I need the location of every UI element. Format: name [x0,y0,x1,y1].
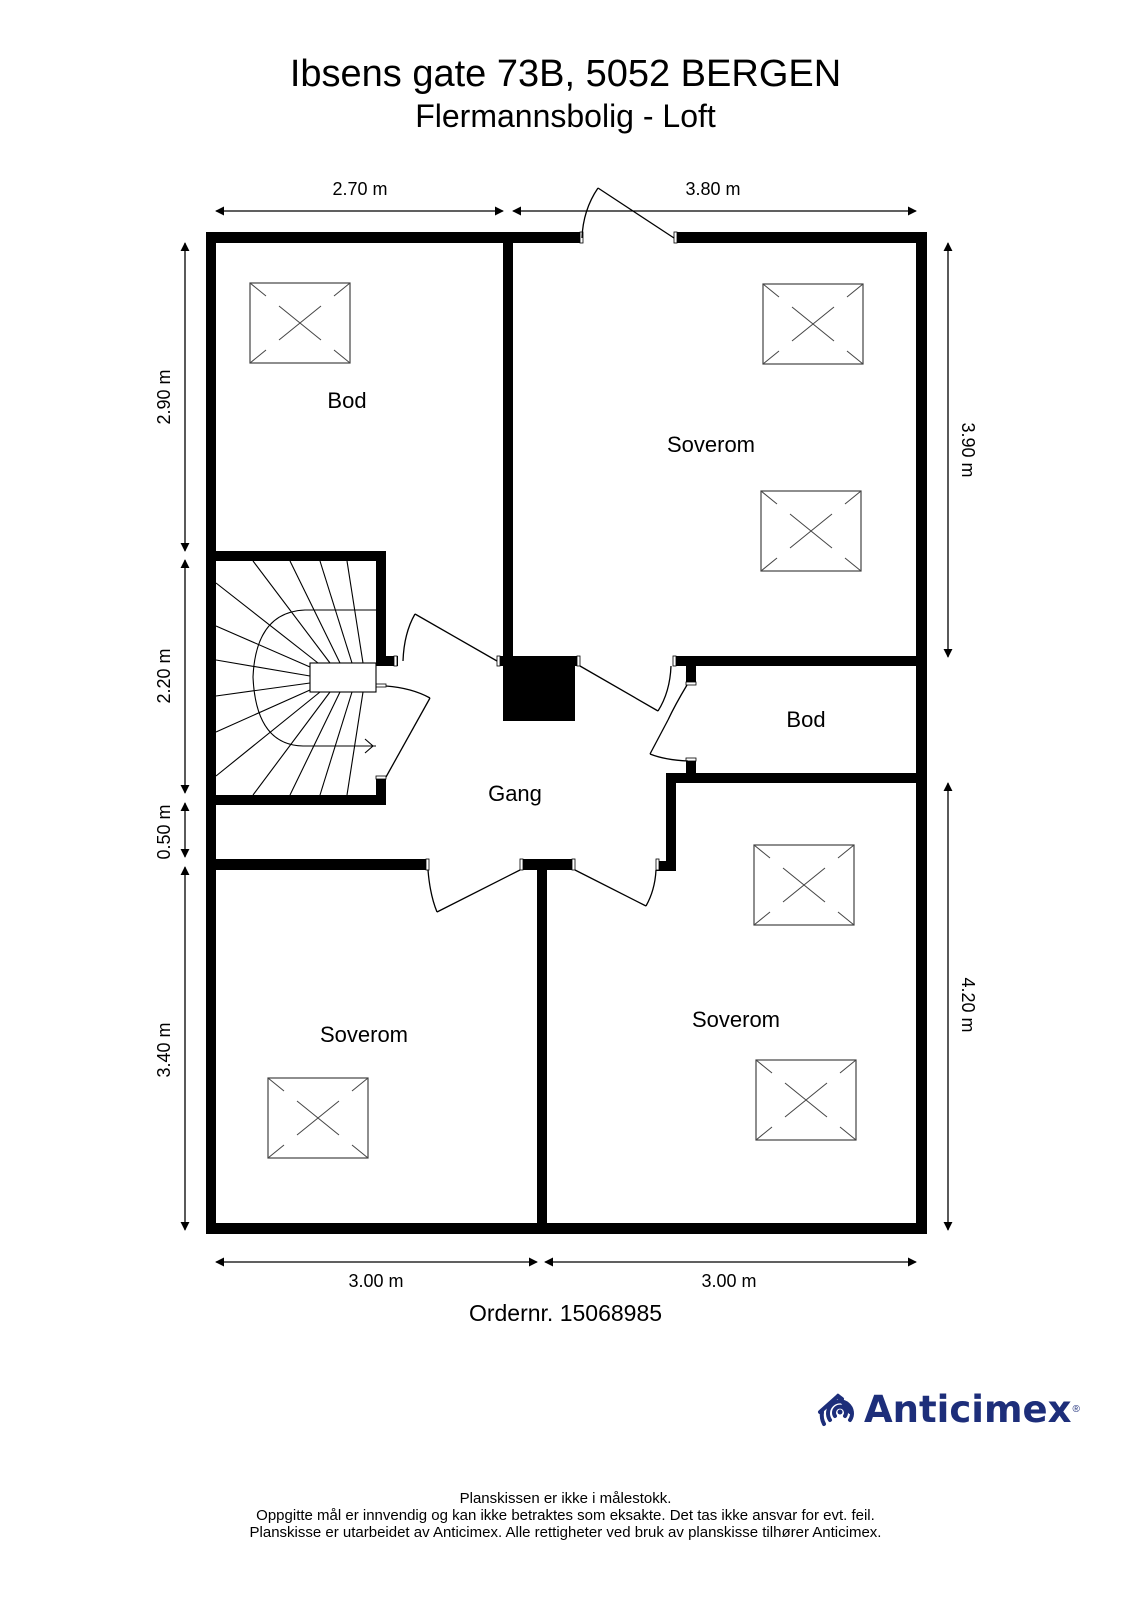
skylight-icon [267,1077,369,1159]
disclaimer: Planskissen er ikke i målestokk. Oppgitt… [0,1490,1131,1541]
dim-left-3: 0.50 m [154,804,174,859]
page-subtitle: Flermannsbolig - Loft [415,98,716,134]
anticimex-logo: Anticimex ® [816,1388,1080,1431]
dim-bottom-right: 3.00 m [701,1271,756,1291]
skylight-icon [755,1059,857,1141]
room-label-bod-right: Bod [786,707,825,732]
dim-top-right: 3.80 m [685,179,740,199]
skylight-icon [762,283,864,365]
dim-right-2: 4.20 m [958,977,978,1032]
dim-left-2: 2.20 m [154,648,174,703]
dim-left-4: 3.40 m [154,1022,174,1077]
dim-bottom-left: 3.00 m [348,1271,403,1291]
room-label-soverom-bottom-left: Soverom [320,1022,408,1047]
disclaimer-line: Oppgitte mål er innvendig og kan ikke be… [256,1507,875,1524]
room-label-bod-top: Bod [327,388,366,413]
room-label-gang: Gang [488,781,542,806]
page-title: Ibsens gate 73B, 5052 BERGEN [289,53,842,95]
skylight-icon [249,282,351,364]
disclaimer-line: Planskisse er utarbeidet av Anticimex. A… [249,1524,882,1541]
order-number: Ordernr. 15068985 [468,1300,663,1326]
stairs [215,560,377,796]
dim-left-1: 2.90 m [154,369,174,424]
anticimex-logo-icon [818,1392,854,1426]
walls [206,232,927,1234]
registered-mark: ® [1072,1404,1080,1415]
dimension-lines [180,206,953,1267]
doors [385,187,689,913]
disclaimer-line: Planskissen er ikke i målestokk. [459,1490,672,1507]
room-label-soverom-top-right: Soverom [667,432,755,457]
anticimex-logo-text: Anticimex [864,1388,1072,1431]
skylight-icon [753,844,855,926]
room-label-soverom-bottom-right: Soverom [692,1007,780,1032]
dim-right-1: 3.90 m [958,422,978,477]
dim-top-left: 2.70 m [332,179,387,199]
skylight-icon [760,490,862,572]
